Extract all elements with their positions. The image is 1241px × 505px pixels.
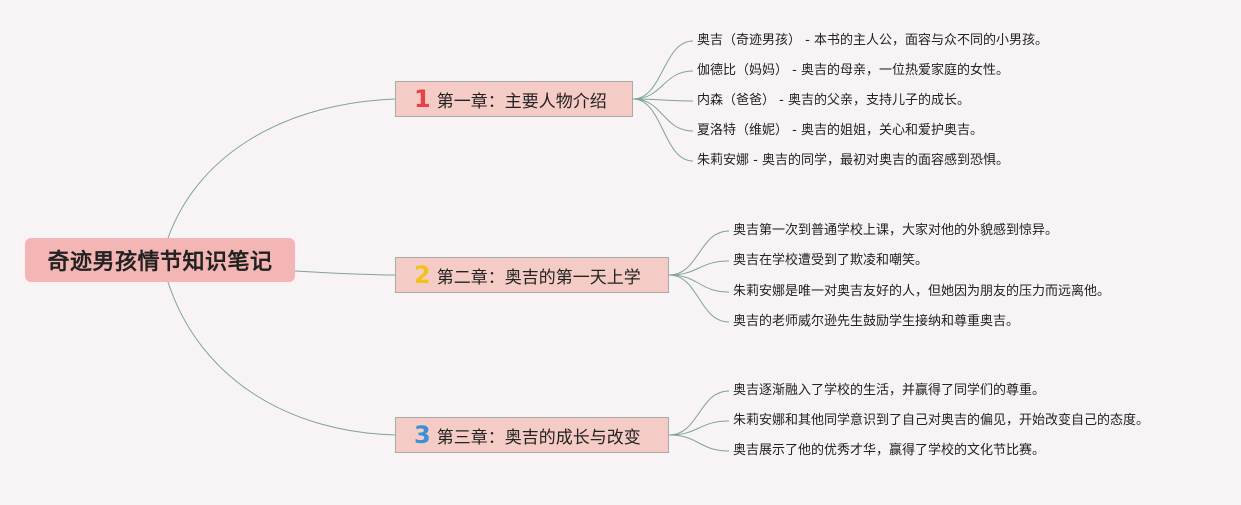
leaf-3-3: 奥吉展示了他的优秀才华，赢得了学校的文化节比赛。 bbox=[733, 443, 1046, 458]
chapter-title-3: 第三章：奥吉的成长与改变 bbox=[436, 427, 641, 448]
root-title: 奇迹男孩情节知识笔记 bbox=[47, 250, 273, 275]
chapter-2-to-leaf-1 bbox=[668, 230, 730, 276]
leaf-2-1: 奥吉第一次到普通学校上课，大家对他的外貌感到惊异。 bbox=[733, 223, 1059, 238]
leaf-1-3: 内森（爸爸） - 奥吉的父亲，支持儿子的成长。 bbox=[697, 93, 970, 108]
chapter-title-2: 第二章：奥吉的第一天上学 bbox=[436, 267, 641, 288]
chapter-2-to-leaf-3 bbox=[668, 274, 730, 293]
chapter-3-to-leaf-1 bbox=[668, 390, 730, 436]
leaf-1-5: 朱莉安娜 - 奥吉的同学，最初对奥吉的面容感到恐惧。 bbox=[697, 153, 1009, 168]
leaf-1-1: 奥吉（奇迹男孩） - 本书的主人公，面容与众不同的小男孩。 bbox=[697, 33, 1048, 48]
leaf-3-2: 朱莉安娜和其他同学意识到了自己对奥吉的偏见，开始改变自己的态度。 bbox=[733, 413, 1150, 428]
chapter-3-to-leaf-2 bbox=[668, 420, 730, 436]
root-to-chapter-1 bbox=[167, 98, 396, 239]
chapter-title-1: 第一章：主要人物介绍 bbox=[436, 91, 607, 112]
chapter-node-1[interactable]: 1 第一章：主要人物介绍 bbox=[395, 81, 633, 117]
root-to-chapter-3 bbox=[167, 281, 396, 436]
root-to-chapter-2 bbox=[294, 270, 396, 276]
chapter-number-1: 1 bbox=[414, 85, 431, 113]
chapter-3-to-leaf-3 bbox=[668, 434, 730, 452]
chapter-1-to-leaf-1 bbox=[632, 40, 694, 100]
chapter-1-to-leaf-4 bbox=[632, 98, 694, 132]
leaf-1-4: 夏洛特（维妮） - 奥吉的姐姐，关心和爱护奥吉。 bbox=[697, 123, 983, 138]
leaf-3-1: 奥吉逐渐融入了学校的生活，并赢得了同学们的尊重。 bbox=[733, 383, 1046, 398]
chapter-1-to-leaf-2 bbox=[632, 70, 694, 100]
chapter-1-to-leaf-5 bbox=[632, 98, 694, 162]
chapter-number-2: 2 bbox=[414, 261, 431, 289]
root-node[interactable]: 奇迹男孩情节知识笔记 bbox=[25, 238, 295, 282]
leaf-2-4: 奥吉的老师威尔逊先生鼓励学生接纳和尊重奥吉。 bbox=[733, 314, 1020, 329]
chapter-node-3[interactable]: 3 第三章：奥吉的成长与改变 bbox=[395, 417, 669, 453]
chapter-node-2[interactable]: 2 第二章：奥吉的第一天上学 bbox=[395, 257, 669, 293]
chapter-2-to-leaf-4 bbox=[668, 274, 730, 323]
leaf-2-2: 奥吉在学校遭受到了欺凌和嘲笑。 bbox=[733, 253, 929, 268]
chapter-1-to-leaf-3 bbox=[632, 98, 694, 102]
leaf-2-3: 朱莉安娜是唯一对奥吉友好的人，但她因为朋友的压力而远离他。 bbox=[733, 284, 1111, 299]
leaf-1-2: 伽德比（妈妈） - 奥吉的母亲，一位热爱家庭的女性。 bbox=[697, 63, 1009, 78]
chapter-2-to-leaf-2 bbox=[668, 260, 730, 276]
chapter-number-3: 3 bbox=[414, 421, 431, 449]
